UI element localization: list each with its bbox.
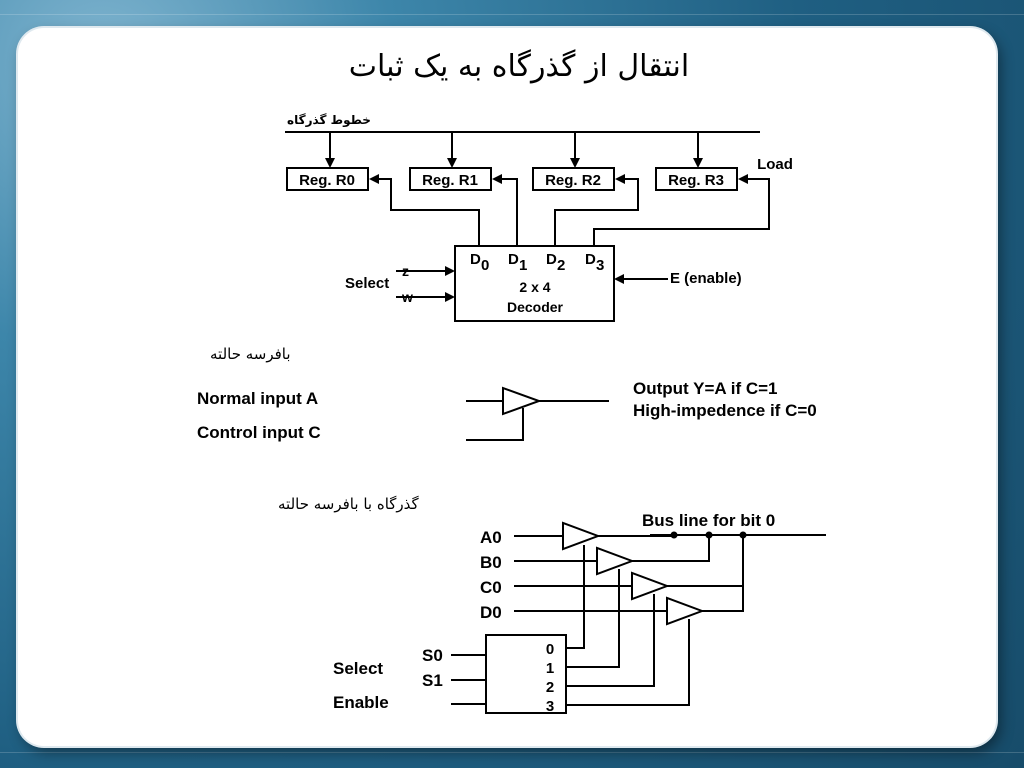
decoder-box (454, 245, 615, 322)
bus-select-label: Select (333, 659, 383, 678)
tristate-buffer-d0 (666, 596, 705, 626)
background-decoration (0, 14, 1024, 15)
control-input-label: Control input C (197, 423, 321, 442)
tristate-buffer-a0 (562, 521, 601, 551)
decoder-output-d3-subscript: 3 (596, 257, 604, 274)
background-decoration (0, 752, 1024, 753)
input-c0-label: C0 (480, 578, 502, 597)
tristate-output-line1: Output Y=A if C=1 (633, 379, 778, 398)
decoder-select-label: Select (345, 275, 389, 292)
bus-lines-label: خطوط گذرگاه (287, 113, 371, 128)
decoder-size: 2 x 4 (519, 279, 550, 295)
decoder-enable-label: E (enable) (670, 270, 742, 287)
tristate-output-line2: High-impedence if C=0 (633, 401, 817, 420)
bus-line-label: Bus line for bit 0 (642, 511, 775, 530)
select-s1-label: S1 (422, 671, 443, 690)
input-d0-label: D0 (480, 603, 502, 622)
bus-junction-dots (670, 531, 747, 539)
decoder-output-d1-subscript: 1 (519, 257, 527, 274)
register-r0-label: Reg. R0 (299, 172, 355, 189)
register-box (409, 167, 492, 191)
register-box (655, 167, 738, 191)
slide-panel (18, 28, 996, 746)
normal-input-label: Normal input A (197, 389, 318, 408)
bus-decoder-box (485, 634, 567, 714)
bus-decoder-out-2: 2 (546, 679, 554, 696)
bus-enable-label: Enable (333, 693, 389, 712)
input-b0-label: B0 (480, 553, 502, 572)
decoder-input-z: z (402, 263, 409, 279)
register-r1-label: Reg. R1 (422, 172, 478, 189)
decoder-name: Decoder (507, 299, 564, 315)
bus-decoder-out-3: 3 (546, 698, 554, 715)
register-box (286, 167, 369, 191)
tristate-buffer-b0 (596, 546, 635, 576)
decoder-output-d2: D (546, 251, 557, 268)
bus-decoder-out-0: 0 (546, 641, 554, 658)
tristate-buffer-symbol (502, 386, 542, 416)
register-box (532, 167, 615, 191)
select-s0-label: S0 (422, 646, 443, 665)
tristate-buffer-c0 (631, 571, 670, 601)
tristate-heading: بافرسه حالته (210, 345, 291, 363)
decoder-output-d0: D (470, 251, 481, 268)
register-r3-label: Reg. R3 (668, 172, 724, 189)
slide-title: انتقال از گذرگاه به یک ثبات (349, 49, 689, 84)
load-label: Load (757, 156, 793, 173)
decoder-output-d3: D (585, 251, 596, 268)
bus-tristate-heading: گذرگاه با بافرسه حالته (278, 495, 420, 513)
decoder-input-w: w (401, 289, 413, 305)
register-r2-label: Reg. R2 (545, 172, 601, 189)
input-a0-label: A0 (480, 528, 502, 547)
decoder-output-d2-subscript: 2 (557, 257, 565, 274)
bus-decoder-out-1: 1 (546, 660, 554, 677)
decoder-output-d0-subscript: 0 (481, 257, 489, 274)
decoder-output-d1: D (508, 251, 519, 268)
